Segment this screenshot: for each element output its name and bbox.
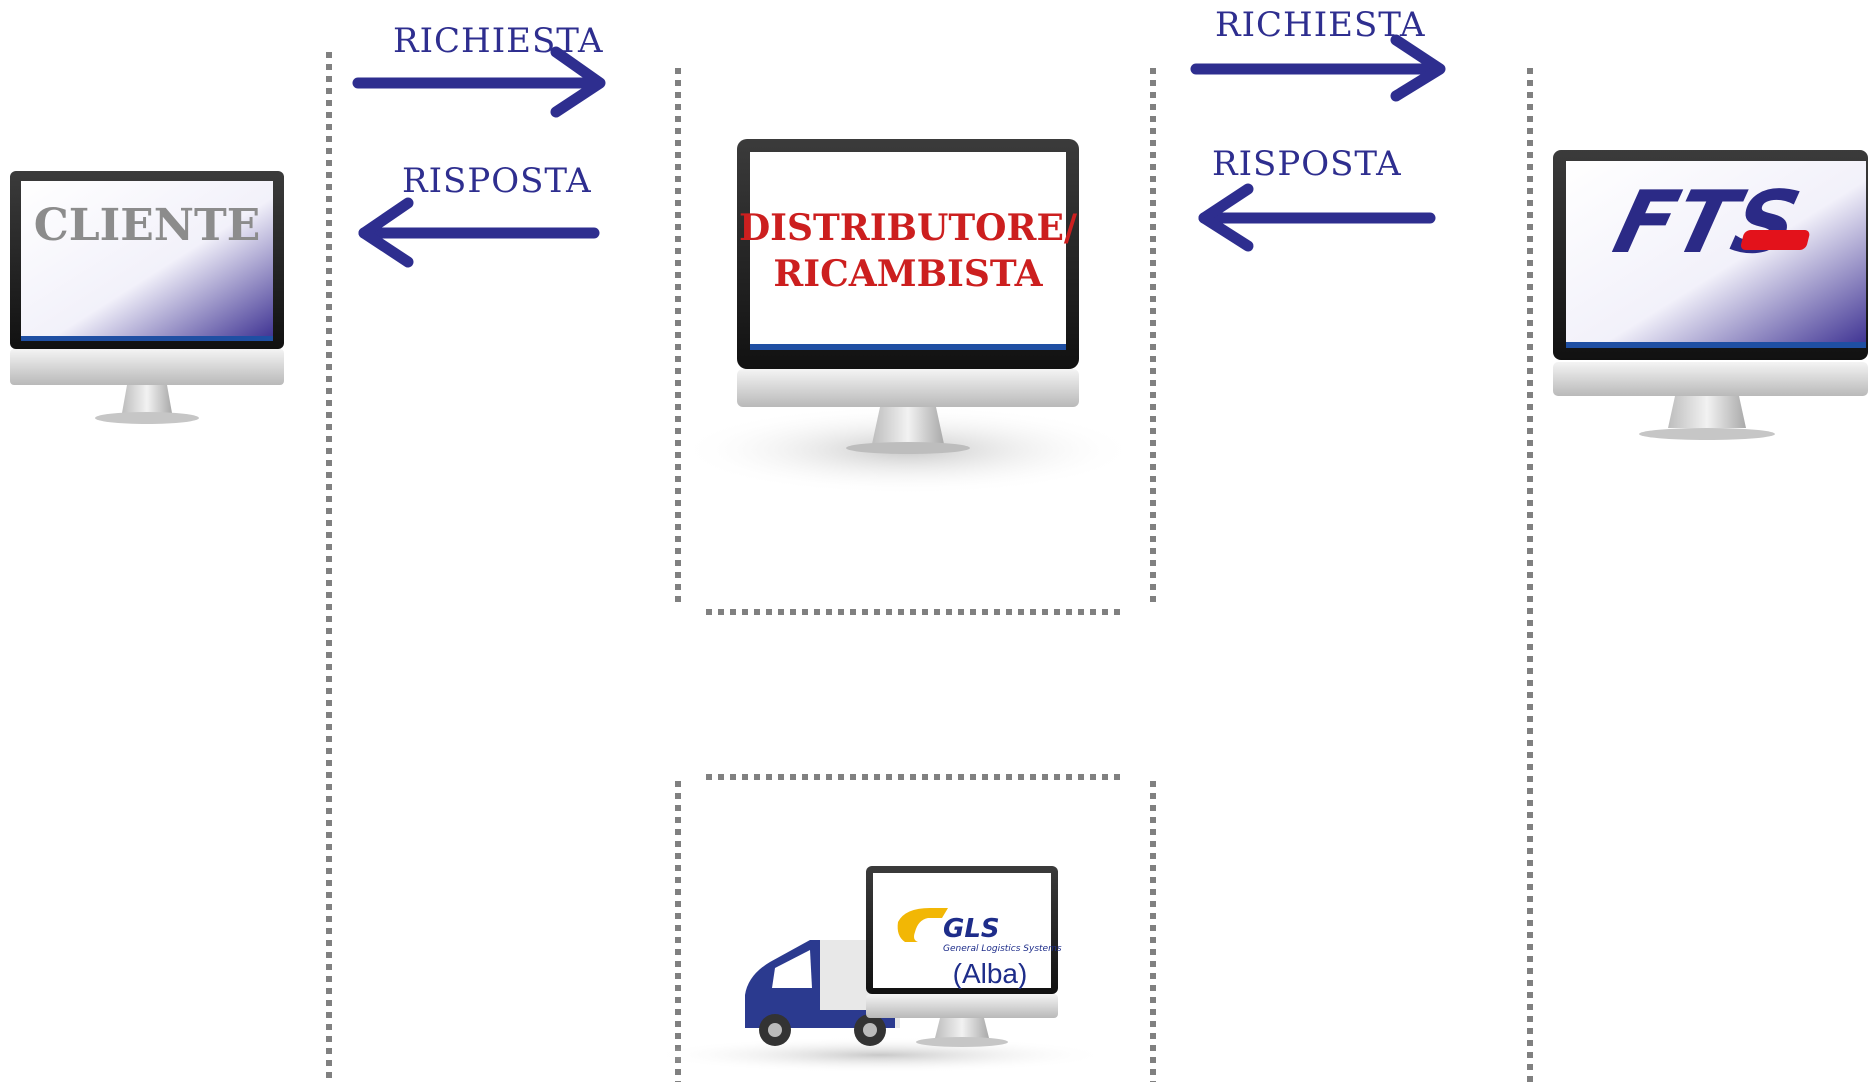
arrow-right-icon [352,46,606,118]
left-request-label: RICHIESTA [393,21,604,61]
left-response-label: RISPOSTA [402,161,592,201]
cliente-label: CLIENTE [34,200,261,251]
fts-logo-accent [1740,230,1810,250]
arrow-left-icon [1198,183,1436,252]
fts-logo-text: FTS [1605,172,1809,272]
fts-logo: FTS [1605,172,1809,272]
gls-city-label: (Alba) [953,958,1028,989]
arrow-left-icon [358,197,600,268]
arrow-right-icon [1190,34,1446,102]
cliente-monitor-icon: CLIENTE [10,171,284,424]
gls-swoosh-icon [897,908,948,942]
gls-subtitle: General Logistics Systems [943,944,1062,954]
distributore-label-line2: RICAMBISTA [773,253,1043,295]
distributore-label-line1: DISTRIBUTORE/ [739,207,1078,249]
separators [326,52,1533,1082]
gls-logo-text: GLS [943,914,1000,944]
gls-monitor-icon: GLS General Logistics Systems (Alba) [866,866,1062,1047]
right-response-label: RISPOSTA [1212,144,1402,184]
distributore-monitor-icon: DISTRIBUTORE/ RICAMBISTA [678,139,1138,495]
right-request-label: RICHIESTA [1215,5,1426,45]
fts-monitor-icon: FTS [1553,150,1868,440]
